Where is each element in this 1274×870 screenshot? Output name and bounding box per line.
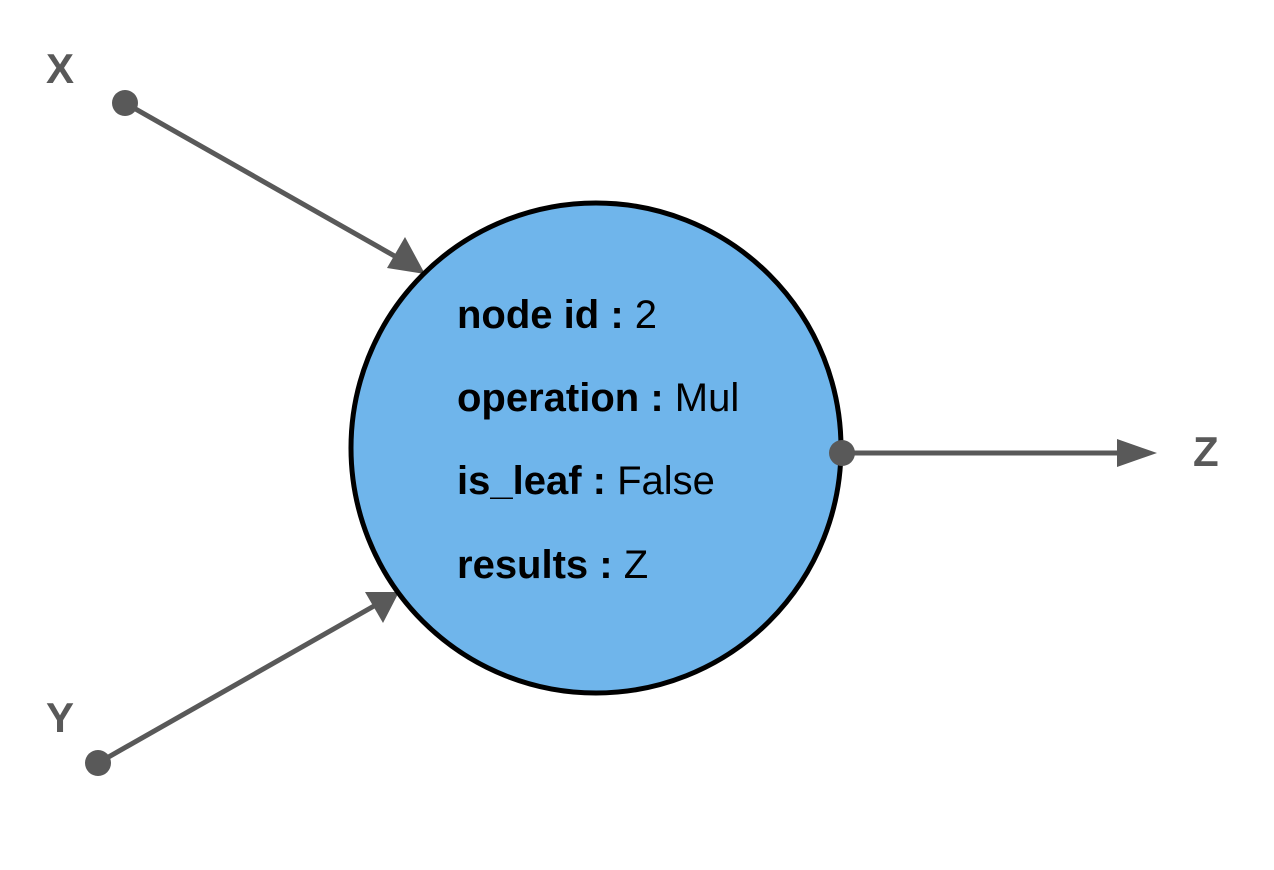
property-value: 2 [635,293,657,337]
edge-x-arrowhead [387,237,425,274]
output-z-label: Z [1193,428,1219,475]
edge-y-arrowhead [365,592,399,623]
property-value: False [617,459,715,503]
property-key: is_leaf : [457,459,617,503]
edge-x-line [123,100,400,261]
property-value: Mul [675,376,739,420]
input-x-label: X [46,45,74,92]
edge-node-to-z [829,439,1157,467]
node-property-results: results : Z [457,543,648,587]
node-property-node-id: node id : 2 [457,293,657,337]
node-property-operation: operation : Mul [457,376,739,420]
edge-z-start-dot [829,440,855,466]
edge-y-line [96,603,376,766]
edge-y-start-dot [85,750,111,776]
property-key: results : [457,543,624,587]
edge-z-arrowhead [1117,439,1157,467]
edge-y-to-node [85,592,399,776]
property-value: Z [624,543,648,587]
operation-node-circle[interactable] [348,200,844,696]
edge-x-start-dot [112,90,138,116]
node-property-is-leaf: is_leaf : False [457,459,715,503]
property-key: node id : [457,293,635,337]
property-key: operation : [457,376,675,420]
edge-x-to-node [112,90,425,274]
input-y-label: Y [46,694,74,741]
